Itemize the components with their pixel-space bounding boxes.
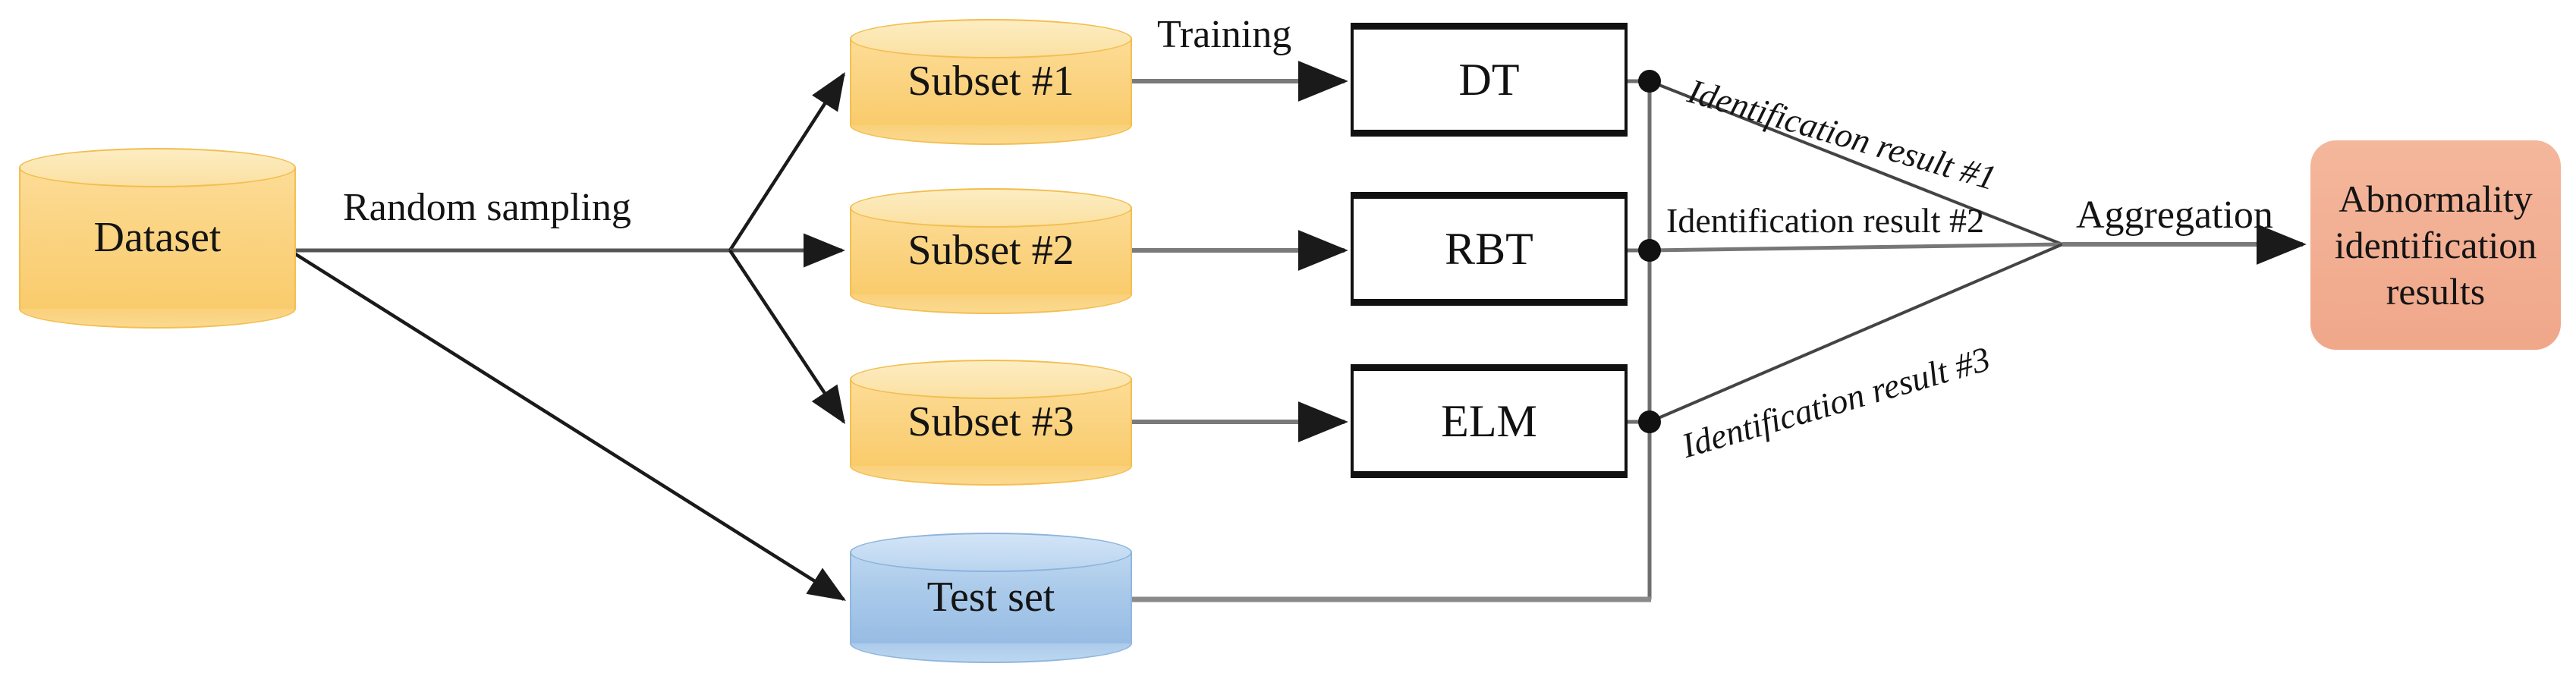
node-dataset[interactable]: Dataset xyxy=(19,148,296,329)
junction-dot-elm xyxy=(1638,410,1661,433)
node-model-dt-label: DT xyxy=(1458,54,1520,105)
cylinder-body xyxy=(19,168,296,309)
node-model-rbt[interactable]: RBT xyxy=(1351,192,1628,306)
edge-label-result-2: Identification result #2 xyxy=(1666,201,1984,240)
edge-dataset-to-testset xyxy=(293,252,847,601)
edge-result3-to-vertex xyxy=(1649,243,2063,423)
edge-result1-to-vertex xyxy=(1649,80,2063,246)
edge-result2-to-vertex xyxy=(1649,242,2063,253)
node-dataset-label: Dataset xyxy=(93,214,222,262)
edge-hub-to-subset3 xyxy=(728,249,845,424)
node-subset3[interactable]: Subset #3 xyxy=(850,360,1132,486)
node-testset-label: Test set xyxy=(926,574,1055,621)
cylinder-top xyxy=(850,360,1132,399)
junction-dot-dt xyxy=(1638,70,1661,93)
node-subset1[interactable]: Subset #1 xyxy=(850,19,1132,145)
node-abnormality-results[interactable]: Abnormality identification results xyxy=(2310,140,2561,350)
node-testset[interactable]: Test set xyxy=(850,533,1132,663)
cylinder-top xyxy=(850,533,1132,572)
cylinder-top xyxy=(850,19,1132,58)
node-model-elm-label: ELM xyxy=(1441,395,1537,446)
edge-label-aggregation: Aggregation xyxy=(2076,193,2273,237)
cylinder-top xyxy=(850,188,1132,228)
cylinder-top xyxy=(19,148,296,187)
node-abnormality-results-label: Abnormality identification results xyxy=(2334,177,2537,313)
junction-dot-rbt xyxy=(1638,239,1661,262)
node-subset2-label: Subset #2 xyxy=(907,227,1074,275)
edge-label-training: Training xyxy=(1157,13,1292,56)
node-subset2[interactable]: Subset #2 xyxy=(850,188,1132,314)
edge-hub-to-subset1 xyxy=(728,71,845,252)
node-model-elm[interactable]: ELM xyxy=(1351,364,1628,478)
node-model-dt[interactable]: DT xyxy=(1351,23,1628,137)
node-subset1-label: Subset #1 xyxy=(907,58,1074,105)
node-model-rbt-label: RBT xyxy=(1445,223,1533,274)
edge-label-random-sampling: Random sampling xyxy=(343,186,631,229)
node-subset3-label: Subset #3 xyxy=(907,398,1074,446)
